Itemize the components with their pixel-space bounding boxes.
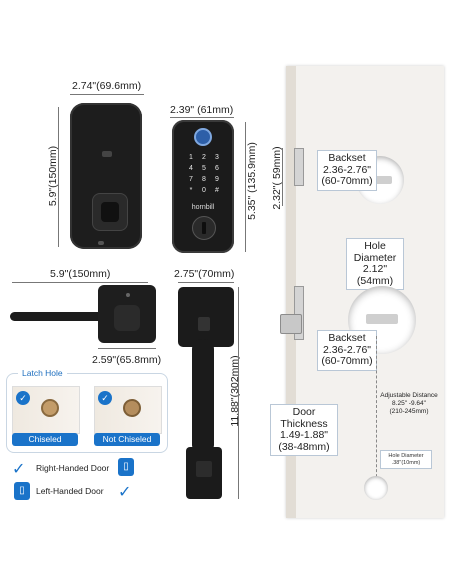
small-hole xyxy=(364,476,388,500)
small-hole-callout: Hole Diameter .38"(10mm) xyxy=(380,450,432,469)
exterior-deadbolt xyxy=(70,103,142,249)
lever-handle xyxy=(10,312,128,321)
keypad-width-dim: 2.39" (61mm) xyxy=(170,104,234,116)
chiseled-label: Chiseled xyxy=(12,433,78,446)
keypad-key: 2 xyxy=(202,154,206,161)
right-hand-check-icon: ✓ xyxy=(12,461,26,478)
lever-rose xyxy=(98,285,156,343)
fingerprint-sensor-small xyxy=(102,151,112,157)
check-icon: ✓ xyxy=(98,391,112,405)
not-chiseled-image: ✓ xyxy=(94,386,162,434)
keypad-key: 1 xyxy=(189,154,193,161)
keypad-key: 6 xyxy=(215,165,219,172)
backset-bottom-callout: Backset 2.36-2.76" (60-70mm) xyxy=(317,330,377,371)
handle-set xyxy=(178,287,234,499)
keypad-key: 9 xyxy=(215,176,219,183)
chiseled-image: ✓ xyxy=(12,386,80,434)
not-chiseled-label: Not Chiseled xyxy=(94,433,160,446)
left-handed-label: Left-Handed Door xyxy=(36,486,104,496)
check-icon: ✓ xyxy=(16,391,30,405)
keypad-key: 0 xyxy=(202,187,206,194)
left-hand-check-icon: ✓ xyxy=(118,484,132,501)
brand-logo: hornbill xyxy=(191,204,215,211)
keypad-key: 3 xyxy=(215,154,219,161)
latch-hole-panel xyxy=(6,373,168,453)
adjustable-distance-text: Adjustable Distance 8.25" -9.64" (210-24… xyxy=(380,392,438,415)
left-door-icon: ▯ xyxy=(14,482,30,500)
door-thickness-callout: Door Thickness 1.49-1.88" (38-48mm) xyxy=(270,404,338,456)
front-width-dim: 2.74"(69.6mm) xyxy=(72,80,142,92)
lever-length-dim: 5.9"(150mm) xyxy=(50,268,111,280)
keypad-key: 4 xyxy=(189,165,193,172)
handle-width-dim: 2.75"(70mm) xyxy=(174,268,235,280)
backset-top-callout: Backset 2.36-2.76" (60-70mm) xyxy=(317,150,377,191)
fingerprint-sensor xyxy=(194,128,212,146)
door-latch xyxy=(280,314,302,334)
keypad-key: 5 xyxy=(202,165,206,172)
right-door-icon: ▯ xyxy=(118,458,134,476)
key-cylinder xyxy=(192,216,216,240)
hole-diameter-callout: Hole Diameter 2.12" (54mm) xyxy=(346,238,404,290)
keypad-key: 7 xyxy=(189,176,193,183)
deadbolt-latch-plate xyxy=(294,148,304,186)
right-handed-label: Right-Handed Door xyxy=(36,463,110,473)
keypad-lock: hornbill xyxy=(172,120,234,253)
latch-hole-title: Latch Hole xyxy=(18,368,67,378)
keypad-key: # xyxy=(215,187,219,194)
door-latch-plate xyxy=(294,286,304,340)
keypad-key: 8 xyxy=(202,176,206,183)
keypad-key: * xyxy=(189,187,193,194)
keypad-height-dim: 5.35" (135.9mm) xyxy=(246,142,258,220)
thumb-turn-plate xyxy=(92,193,128,231)
lever-rose-dim: 2.59"(65.8mm) xyxy=(92,354,162,366)
